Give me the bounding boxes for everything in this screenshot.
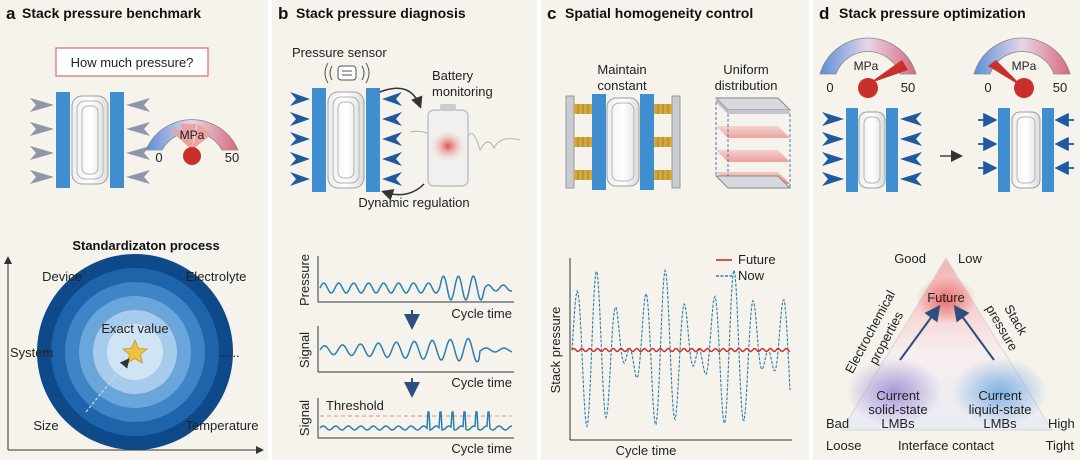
- panel-d: d Stack pressure optimization MPa 0 50 M…: [819, 4, 1075, 453]
- stack-pressure-chart: Stack pressure Cycle time Future Now: [548, 252, 792, 458]
- label-solid-3: LMBs: [881, 416, 915, 431]
- gauge-d1-max: 50: [901, 80, 915, 95]
- panel-a-title: Stack pressure benchmark: [22, 5, 201, 21]
- signal-plot-3: Threshold Signal Cycle time: [297, 398, 514, 456]
- signal-2-xlabel: Cycle time: [451, 375, 512, 390]
- label-liquid-1: Current: [978, 388, 1022, 403]
- battery-stack-icon: [56, 92, 124, 188]
- battery-stack-high-icon: [822, 108, 922, 192]
- gauge-high-icon: [819, 37, 917, 98]
- sensor-icon: [324, 62, 370, 84]
- label-temperature: Temperature: [186, 418, 259, 433]
- exact-value-label: Exact value: [101, 321, 168, 336]
- label-good: Good: [894, 251, 926, 266]
- maintain-label-1: Maintain: [597, 62, 646, 77]
- process-title: Standardizaton process: [72, 238, 219, 253]
- gauge-low-icon: [973, 37, 1071, 98]
- question-box: [55, 47, 209, 77]
- panel-b-letter: b: [278, 4, 288, 23]
- chart-legend: Future Now: [716, 252, 776, 283]
- panel-b-bg: [272, 0, 537, 460]
- panel-d-title: Stack pressure optimization: [839, 5, 1026, 21]
- battery-stack-b-icon: [290, 88, 402, 192]
- sensor-label: Pressure sensor: [292, 45, 387, 60]
- label-size: Size: [33, 418, 58, 433]
- signal-2-ylabel: Signal: [297, 332, 312, 368]
- label-device: Device: [42, 269, 82, 284]
- label-high: High: [1048, 416, 1075, 431]
- gauge-min: 0: [155, 150, 162, 165]
- label-liquid-3: LMBs: [983, 416, 1017, 431]
- signal-3-line: [319, 411, 513, 431]
- panel-b-title: Stack pressure diagnosis: [296, 5, 466, 21]
- signal-plot-2: Signal Cycle time: [297, 326, 514, 390]
- pressure-signal-line: [319, 275, 513, 302]
- panel-a-letter: a: [6, 4, 16, 23]
- threshold-label: Threshold: [326, 398, 384, 413]
- label-liquid-2: liquid-state: [969, 402, 1032, 417]
- signal-1-xlabel: Cycle time: [451, 306, 512, 321]
- label-interface: Interface contact: [898, 438, 994, 453]
- gauge-icon: [145, 119, 239, 165]
- label-future: Future: [927, 290, 965, 305]
- gauge-unit: MPa: [180, 128, 205, 142]
- signal-2-line: [319, 337, 513, 363]
- panel-c-title: Spatial homogeneity control: [565, 5, 753, 21]
- signal-plot-1: Pressure Cycle time: [297, 254, 514, 321]
- label-loose: Loose: [826, 438, 861, 453]
- target-rings-icon: [37, 254, 233, 450]
- gauge-d2-unit: MPa: [1012, 59, 1037, 73]
- panel-a: a Stack pressure benchmark How much pres…: [4, 4, 264, 454]
- panel-b: b Stack pressure diagnosis Pressure sens…: [278, 4, 521, 456]
- gauge-d2-min: 0: [984, 80, 991, 95]
- gauge-d2-max: 50: [1053, 80, 1067, 95]
- label-system: System: [10, 345, 53, 360]
- panel-c: c Spatial homogeneity control Maintain c…: [547, 4, 792, 458]
- star-icon: [121, 338, 149, 364]
- legend-future: Future: [738, 252, 776, 267]
- chart-ylabel: Stack pressure: [548, 307, 563, 394]
- label-tight: Tight: [1046, 438, 1075, 453]
- uniform-label-2: distribution: [715, 78, 778, 93]
- battery-label-1: Battery: [432, 68, 474, 83]
- future-series-line: [571, 347, 791, 353]
- gauge-max: 50: [225, 150, 239, 165]
- signal-3-ylabel: Signal: [297, 400, 312, 436]
- panel-d-letter: d: [819, 4, 829, 23]
- label-ellipsis: ......: [218, 345, 240, 360]
- label-solid-1: Current: [876, 388, 920, 403]
- grey-pressure-arrows-icon: [30, 98, 150, 184]
- question-text: How much pressure?: [71, 55, 194, 70]
- now-series-line: [571, 268, 791, 429]
- panel-c-letter: c: [547, 4, 556, 23]
- maintain-label-2: constant: [597, 78, 647, 93]
- battery-label-2: monitoring: [432, 84, 493, 99]
- signal-3-xlabel: Cycle time: [451, 441, 512, 456]
- legend-now: Now: [738, 268, 765, 283]
- label-low: Low: [958, 251, 982, 266]
- cylinder-battery-icon: [409, 104, 521, 187]
- gauge-d1-unit: MPa: [854, 59, 879, 73]
- regulation-label: Dynamic regulation: [358, 195, 469, 210]
- battery-stack-low-icon: [978, 108, 1074, 192]
- label-bad: Bad: [826, 416, 849, 431]
- uniform-plates-icon: [714, 97, 792, 189]
- chart-xlabel: Cycle time: [616, 443, 677, 458]
- signal-1-ylabel: Pressure: [297, 254, 312, 306]
- panel-c-bg: [541, 0, 809, 460]
- tradeoff-triangle: [841, 257, 1053, 431]
- clamp-fixture-icon: [565, 94, 681, 190]
- label-electrolyte: Electrolyte: [186, 269, 247, 284]
- gauge-d1-min: 0: [826, 80, 833, 95]
- label-solid-2: solid-state: [868, 402, 927, 417]
- uniform-label-1: Uniform: [723, 62, 769, 77]
